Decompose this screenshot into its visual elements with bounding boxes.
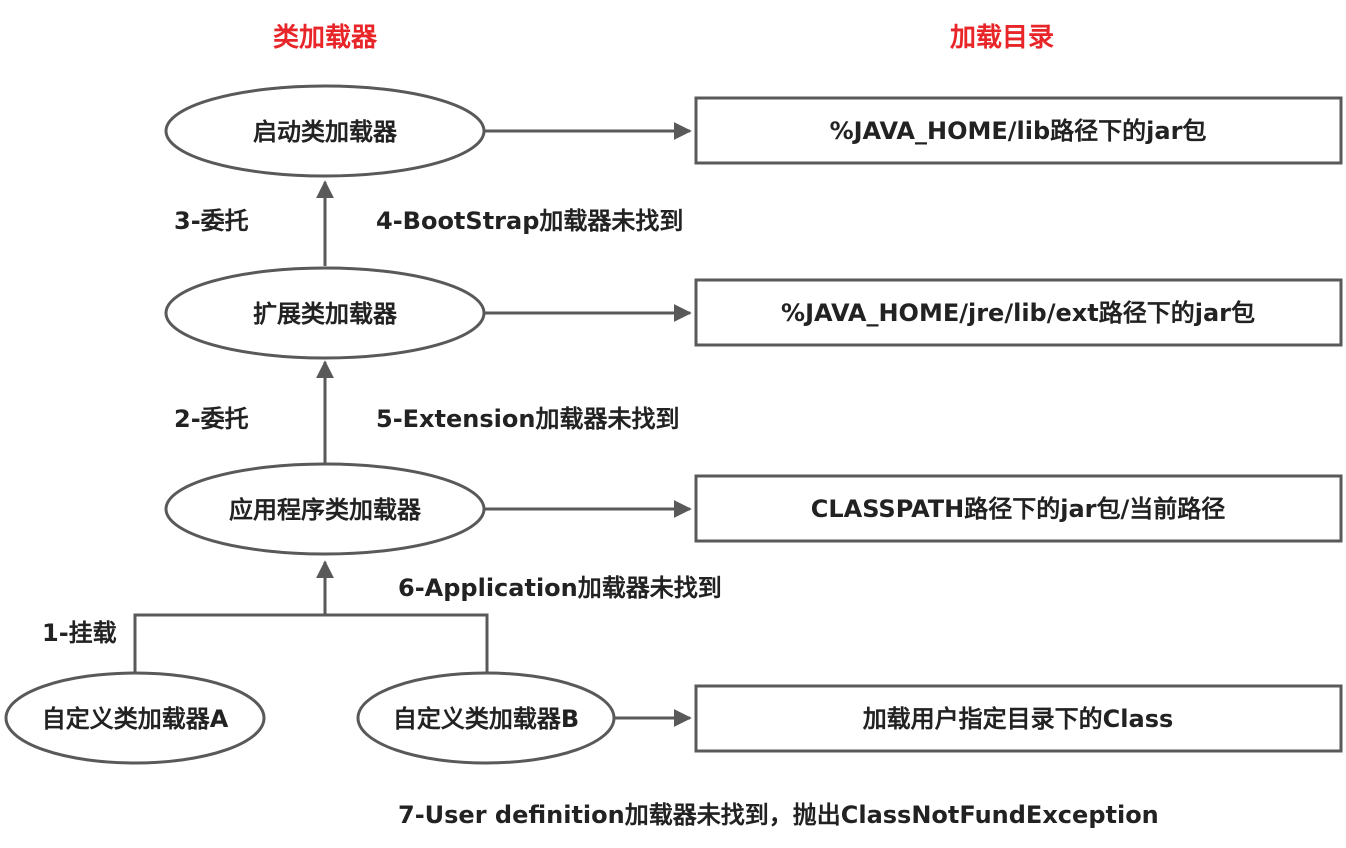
node-custom-a-label: 自定义类加载器A xyxy=(42,705,229,733)
node-extension-label: 扩展类加载器 xyxy=(253,300,398,328)
header-class-loaders: 类加载器 xyxy=(273,23,378,53)
dir-extension-label: %JAVA_HOME/jre/lib/ext路径下的jar包 xyxy=(781,299,1255,327)
node-application-loader xyxy=(164,462,486,556)
node-extension-loader xyxy=(164,266,486,360)
dir-box-bootstrap xyxy=(694,96,1343,165)
edge-label-not-found-5: 5-Extension加载器未找到 xyxy=(376,405,679,433)
edge-label-mount: 1-挂载 xyxy=(42,619,117,647)
dir-custom-label: 加载用户指定目录下的Class xyxy=(863,705,1174,733)
dir-box-application xyxy=(694,474,1343,543)
node-custom-loader-a xyxy=(4,671,266,765)
dir-bootstrap-label: %JAVA_HOME/lib路径下的jar包 xyxy=(830,117,1207,145)
dir-application-label: CLASSPATH路径下的jar包/当前路径 xyxy=(811,495,1226,523)
edge-label-not-found-4: 4-BootStrap加载器未找到 xyxy=(376,207,683,235)
node-application-label: 应用程序类加载器 xyxy=(229,496,422,524)
mount-connector xyxy=(133,613,489,675)
node-bootstrap-label: 启动类加载器 xyxy=(253,118,398,146)
dir-box-custom xyxy=(694,684,1343,753)
node-custom-loader-b xyxy=(356,671,616,765)
node-custom-b-label: 自定义类加载器B xyxy=(393,705,579,733)
edge-label-not-found-7: 7-User definition加载器未找到，抛出ClassNotFundEx… xyxy=(398,801,1159,829)
dir-box-extension xyxy=(694,278,1343,347)
header-load-directories: 加载目录 xyxy=(950,23,1054,53)
node-bootstrap-loader xyxy=(164,84,486,178)
edge-label-not-found-6: 6-Application加载器未找到 xyxy=(398,574,722,602)
edge-label-delegate-2: 2-委托 xyxy=(174,405,249,433)
edge-label-delegate-3: 3-委托 xyxy=(174,207,249,235)
